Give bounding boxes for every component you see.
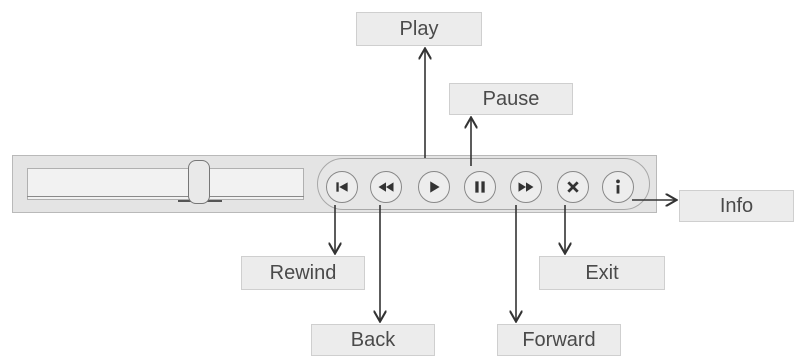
skip-to-start-button[interactable] [326,171,358,203]
skip-to-start-icon [336,182,348,192]
pause-icon [475,181,485,193]
forward-label: Forward [497,324,621,356]
seek-slider-knob[interactable] [188,160,210,204]
info-button[interactable] [602,171,634,203]
exit-label: Exit [539,256,665,290]
info-icon [616,179,620,194]
close-icon [567,181,579,193]
pause-label: Pause [449,83,573,115]
play-icon [430,181,440,193]
info-label: Info [679,190,794,222]
back-label: Back [311,324,435,356]
forward-icon [518,182,534,192]
play-button[interactable] [418,171,450,203]
play-label: Play [356,12,482,46]
pause-button[interactable] [464,171,496,203]
seek-track-line [27,196,304,197]
seek-track[interactable] [27,168,304,200]
rewind-label: Rewind [241,256,365,290]
back-button[interactable] [370,171,402,203]
back-icon [378,182,394,192]
forward-button[interactable] [510,171,542,203]
exit-button[interactable] [557,171,589,203]
